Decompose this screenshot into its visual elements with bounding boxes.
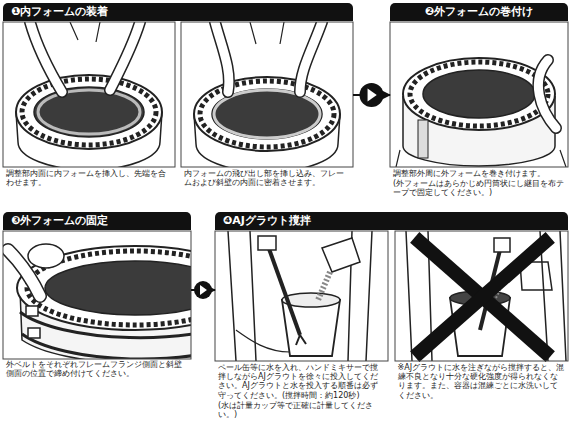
caption-column: ペール缶等に水を入れ、ハンドミキサーで撹拌しながらAJグラウトを徐々に投入してく… — [215, 363, 389, 420]
step-caption: ペール缶等に水を入れ、ハンドミキサーで撹拌しながらAJグラウトを徐々に投入してく… — [218, 363, 386, 400]
step-heading: ❸外フォームの固定 — [3, 212, 191, 230]
arrow-badge-head — [368, 88, 377, 101]
manhole-frame-figure — [194, 22, 340, 167]
manhole-frame-figure — [70, 22, 100, 42]
outer-form-figure — [423, 70, 535, 118]
manhole-frame-figure — [16, 22, 162, 167]
step-panel: ❶内フォームの装着調整部内面に内フォームを挿入し、先端を合わせます。内フォームの… — [3, 3, 353, 188]
manhole-frame-figure — [30, 22, 62, 92]
picture-space — [3, 230, 191, 358]
arrow-badge-circle — [194, 281, 212, 299]
step-heading: ❹AJグラウト撹拌 — [215, 212, 568, 230]
prohibition-cross — [420, 242, 545, 352]
prohibition-cross — [420, 242, 545, 352]
belt-figure — [28, 328, 40, 338]
caption-row: ペール缶等に水を入れ、ハンドミキサーで撹拌しながらAJグラウトを徐々に投入してく… — [215, 363, 568, 420]
outer-form-figure — [403, 58, 555, 130]
picture-frame — [215, 231, 388, 361]
picture-frame — [3, 231, 191, 359]
manhole-frame-figure — [300, 22, 322, 92]
step-panel: ❷外フォームの巻付け調整部外周に外フォームを巻き付けます。(外フォームはあらかじ… — [390, 3, 568, 199]
arrow-badge-circle — [360, 83, 384, 107]
mixing-figure — [258, 236, 276, 250]
caption-row: 調整部内面に内フォームを挿入し、先端を合わせます。内フォームの飛び出し部を挿し込… — [3, 169, 353, 188]
manhole-frame-figure — [250, 22, 284, 44]
caption-column: 調整部外周に外フォームを巻き付けます。(外フォームはあらかじめ円筒状にし継目を布… — [390, 169, 568, 199]
manhole-frame-figure — [300, 22, 322, 92]
step-caption: 内フォームの飛び出し部を挿し込み、フレームおよび斜壁の内面に密着させます。 — [184, 169, 350, 187]
step-heading: ❶内フォームの装着 — [3, 3, 353, 21]
mixing-figure — [236, 330, 290, 352]
outer-form-figure — [396, 150, 566, 167]
wrong-method-figure — [406, 231, 566, 361]
outer-form-figure — [410, 62, 548, 126]
manhole-frame-figure — [30, 22, 62, 92]
manhole-frame-figure — [16, 75, 162, 149]
step-panel: ❸外フォームの固定外ベルトをそれぞれフレームフランジ側面と斜壁側面の位置で締め付… — [3, 212, 191, 379]
step-heading: ❷外フォームの巻付け — [390, 3, 568, 21]
manhole-frame-figure — [34, 87, 144, 137]
mixing-figure — [322, 238, 360, 272]
mixing-figure — [228, 231, 372, 361]
picture-space — [3, 21, 353, 167]
picture-space — [215, 230, 568, 361]
belt-figure — [8, 244, 191, 359]
manhole-frame-figure — [22, 79, 156, 145]
picture-space — [390, 21, 568, 167]
caption-column: 外ベルトをそれぞれフレームフランジ側面と斜壁側面の位置で締め付けてください。 — [3, 360, 191, 379]
manhole-frame-figure — [194, 77, 340, 151]
mixing-figure — [268, 246, 300, 335]
outer-form-figure — [396, 58, 566, 167]
belt-figure — [26, 306, 38, 316]
step-caption: (外フォームはあらかじめ円筒状にし継目を布テープで固定してください。) — [393, 179, 565, 197]
picture-frame — [3, 22, 175, 167]
picture-frame — [395, 231, 568, 361]
caption-row: 外ベルトをそれぞれフレームフランジ側面と斜壁側面の位置で締め付けてください。 — [3, 360, 191, 379]
outer-form-figure — [418, 120, 428, 158]
belt-figure — [28, 244, 64, 268]
belt-figure — [20, 312, 191, 338]
step-caption: 調整部内面に内フォームを挿入し、先端を合わせます。 — [6, 169, 172, 187]
manhole-frame-figure — [110, 22, 140, 90]
arrow-badge — [360, 83, 384, 107]
connector-group — [191, 95, 390, 290]
step-caption: ※AJグラウトに水を注ぎながら撹拌すると、混練不良となり十分な硬化強度が得られな… — [398, 363, 566, 400]
wrong-method-figure — [494, 238, 510, 252]
step-caption: 調整部外周に外フォームを巻き付けます。 — [393, 169, 565, 178]
manhole-frame-figure — [200, 81, 334, 147]
step-caption: (水は計量カップ等で正確に計量してください。) — [218, 401, 386, 419]
arrow-badge-group — [194, 83, 384, 299]
caption-column: ※AJグラウトに水を注ぎながら撹拌すると、混練不良となり十分な硬化強度が得られな… — [395, 363, 569, 420]
mixing-figure — [296, 335, 306, 345]
belt-figure — [45, 261, 191, 315]
outer-form-figure — [538, 60, 556, 128]
caption-column: 内フォームの飛び出し部を挿し込み、フレームおよび斜壁の内面に密着させます。 — [181, 169, 353, 188]
manhole-frame-figure — [215, 22, 229, 92]
caption-column: 調整部内面に内フォームを挿入し、先端を合わせます。 — [3, 169, 175, 188]
step-panel: ❹AJグラウト撹拌ペール缶等に水を入れ、ハンドミキサーで撹拌しながらAJグラウト… — [215, 212, 568, 420]
arrow-badge-head — [200, 285, 207, 295]
belt-figure — [22, 334, 191, 359]
step-caption: 外ベルトをそれぞれフレームフランジ側面と斜壁側面の位置で締め付けてください。 — [6, 360, 188, 378]
picture-frame — [181, 22, 353, 167]
arrow-badge — [194, 281, 212, 299]
manhole-frame-figure — [110, 22, 140, 90]
manhole-frame-figure — [38, 90, 140, 134]
mixing-figure — [228, 231, 256, 361]
caption-row: 調整部外周に外フォームを巻き付けます。(外フォームはあらかじめ円筒状にし継目を布… — [390, 169, 568, 199]
mixing-figure — [318, 272, 330, 300]
manhole-frame-figure — [215, 22, 229, 92]
prohibition-cross — [420, 242, 545, 352]
outer-form-figure — [538, 60, 556, 128]
picture-frame — [390, 22, 568, 167]
